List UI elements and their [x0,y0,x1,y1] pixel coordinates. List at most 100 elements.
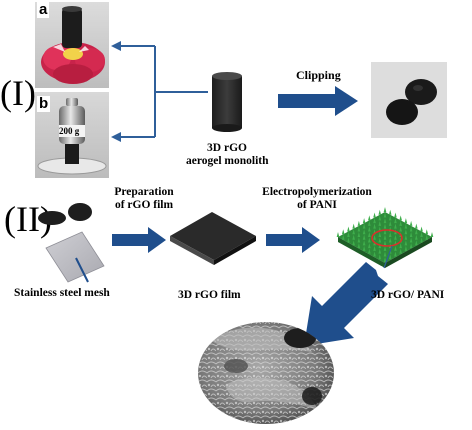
electropolymerization-label-line1: Electropolymerization [262,186,372,198]
pani-spike [378,232,382,237]
monolith-caption: 3D rGO aerogel monolith [186,142,269,168]
pani-spike [388,215,392,221]
pani-spike [378,220,382,226]
pani-spike [362,223,366,229]
stainless-steel-mesh [45,231,105,283]
pani-spike [388,232,392,237]
pani-spike [362,229,366,235]
pani-spike [368,243,371,249]
photo-b-graphic [35,92,109,178]
pani-spike [368,248,371,254]
pani-spike [415,234,418,240]
pani-spike [383,207,387,212]
pani-spike [409,237,413,243]
pani-spike [352,229,355,235]
pani-spike [373,251,376,257]
electropolymerization-label: Electropolymerization of PANI [259,186,375,212]
pani-spike [415,223,418,229]
pani-spike [409,220,413,226]
pani-spike [378,215,382,221]
zoom-arrow [304,262,388,346]
pani-spike [383,218,387,224]
pani-spike [388,254,392,260]
pani-spike [409,232,413,237]
pani-film [336,207,434,268]
pani-spike [362,240,366,246]
pani-spike [383,240,387,246]
pani-spike [404,229,408,235]
pani-spike [373,212,376,218]
photo-aerogel-on-flower [35,2,109,88]
pani-spike [420,232,423,237]
pani-spike [347,232,350,237]
pani-spike [420,226,423,232]
pani-spike [394,234,397,240]
pani-spike [383,245,387,251]
preparation-label: Preparation of rGO film [113,186,175,212]
pani-spike [383,223,387,229]
pani-spike [362,218,366,224]
pani-spike [347,237,350,243]
preparation-label-line2: of rGO film [114,199,174,211]
pani-spike [378,237,382,243]
pani-spike [357,220,361,226]
clipping-arrow [278,86,358,116]
pani-nanospikes [336,207,434,262]
panel-b-label: b [37,95,51,112]
pani-spike [425,234,429,240]
pani-spike [394,223,397,229]
electropolymerization-label-line2: of PANI [297,199,337,211]
pani-spike [383,234,387,240]
pani-spike [404,234,408,240]
monolith-caption-line1: 3D rGO [207,142,247,154]
pani-spike [394,251,397,257]
pani-spike [399,226,402,232]
pani-spike [409,243,413,249]
pani-spike [341,229,345,235]
pani-spike [357,237,361,243]
monolith-caption-line2: aerogel monolith [186,155,269,167]
pani-spike [336,232,340,237]
pani-spike [388,237,392,243]
panel-a-label: a [37,1,50,18]
pani-spike [362,245,366,251]
pani-spike [383,251,387,257]
pani-spike [388,220,392,226]
pani-spike [362,234,366,240]
weight-label: 200 g [59,126,80,136]
film-caption: 3D rGO film [178,289,241,301]
pani-spike [357,232,361,237]
pani-spike [399,215,402,221]
pani-spike [415,229,418,235]
pani-spike [399,248,402,254]
clipping-label: Clipping [296,68,341,82]
photo-a-graphic [35,2,109,88]
pani-caption: 3D rGO/ PANI [371,289,445,301]
pani-spike [373,245,376,251]
pani-spike [404,245,408,251]
pani-spike [388,209,392,215]
bracket-arrowhead-top [111,41,121,51]
pani-spike [368,226,371,232]
pani-spike [394,212,397,218]
pani-spike [378,254,382,260]
pani-spike [378,248,382,254]
pani-spike [404,218,408,224]
pani-spike [383,212,387,218]
pani-spike [341,234,345,240]
electropolymerization-arrow [266,227,320,253]
preparation-label-line1: Preparation [114,186,174,198]
pani-spike [425,229,429,235]
pani-spike [373,218,376,224]
pani-spike [368,232,371,237]
pani-spike [420,237,423,243]
pani-spike [383,257,387,262]
section-1-numeral: (I) [0,73,36,113]
mesh-caption: Stainless steel mesh [14,287,110,299]
pani-spike [352,234,355,240]
pani-spike [394,245,397,251]
pani-spike [357,226,361,232]
pani-spike [373,223,376,229]
sem-micrograph [198,322,334,424]
